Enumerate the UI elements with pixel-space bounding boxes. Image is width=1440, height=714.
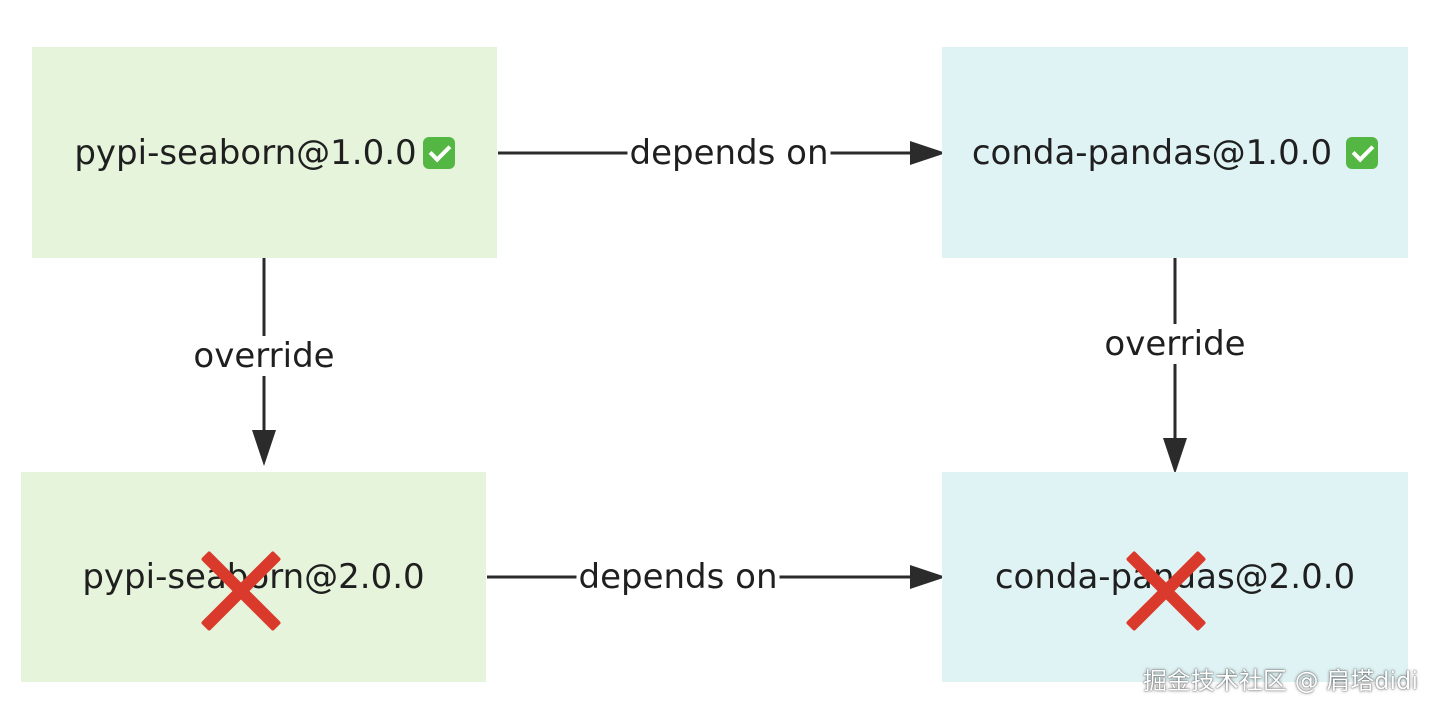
check-icon xyxy=(422,136,455,169)
check-icon xyxy=(1346,136,1379,169)
watermark: 掘金技术社区 @ 肩塔didi xyxy=(1142,667,1418,695)
node-label: conda-pandas@1.0.0 xyxy=(971,132,1333,173)
node-conda-pandas-1-0-0: conda-pandas@1.0.0 xyxy=(942,47,1408,258)
node-pypi-seaborn-1-0-0: pypi-seaborn@1.0.0 xyxy=(32,47,497,258)
edge-label-depends-on: depends on xyxy=(576,557,780,597)
node-pypi-seaborn-2-0-0: pypi-seaborn@2.0.0 xyxy=(21,472,486,682)
node-label: conda-pandas@2.0.0 xyxy=(994,557,1356,597)
node-conda-pandas-2-0-0: conda-pandas@2.0.0 xyxy=(942,472,1408,682)
node-label: pypi-seaborn@1.0.0 xyxy=(74,132,417,173)
edge-label-override: override xyxy=(1102,324,1248,364)
edge-right-override xyxy=(1163,258,1187,474)
edge-label-override: override xyxy=(191,336,337,376)
node-label: pypi-seaborn@2.0.0 xyxy=(82,557,425,597)
edge-label-depends-on: depends on xyxy=(627,133,831,173)
